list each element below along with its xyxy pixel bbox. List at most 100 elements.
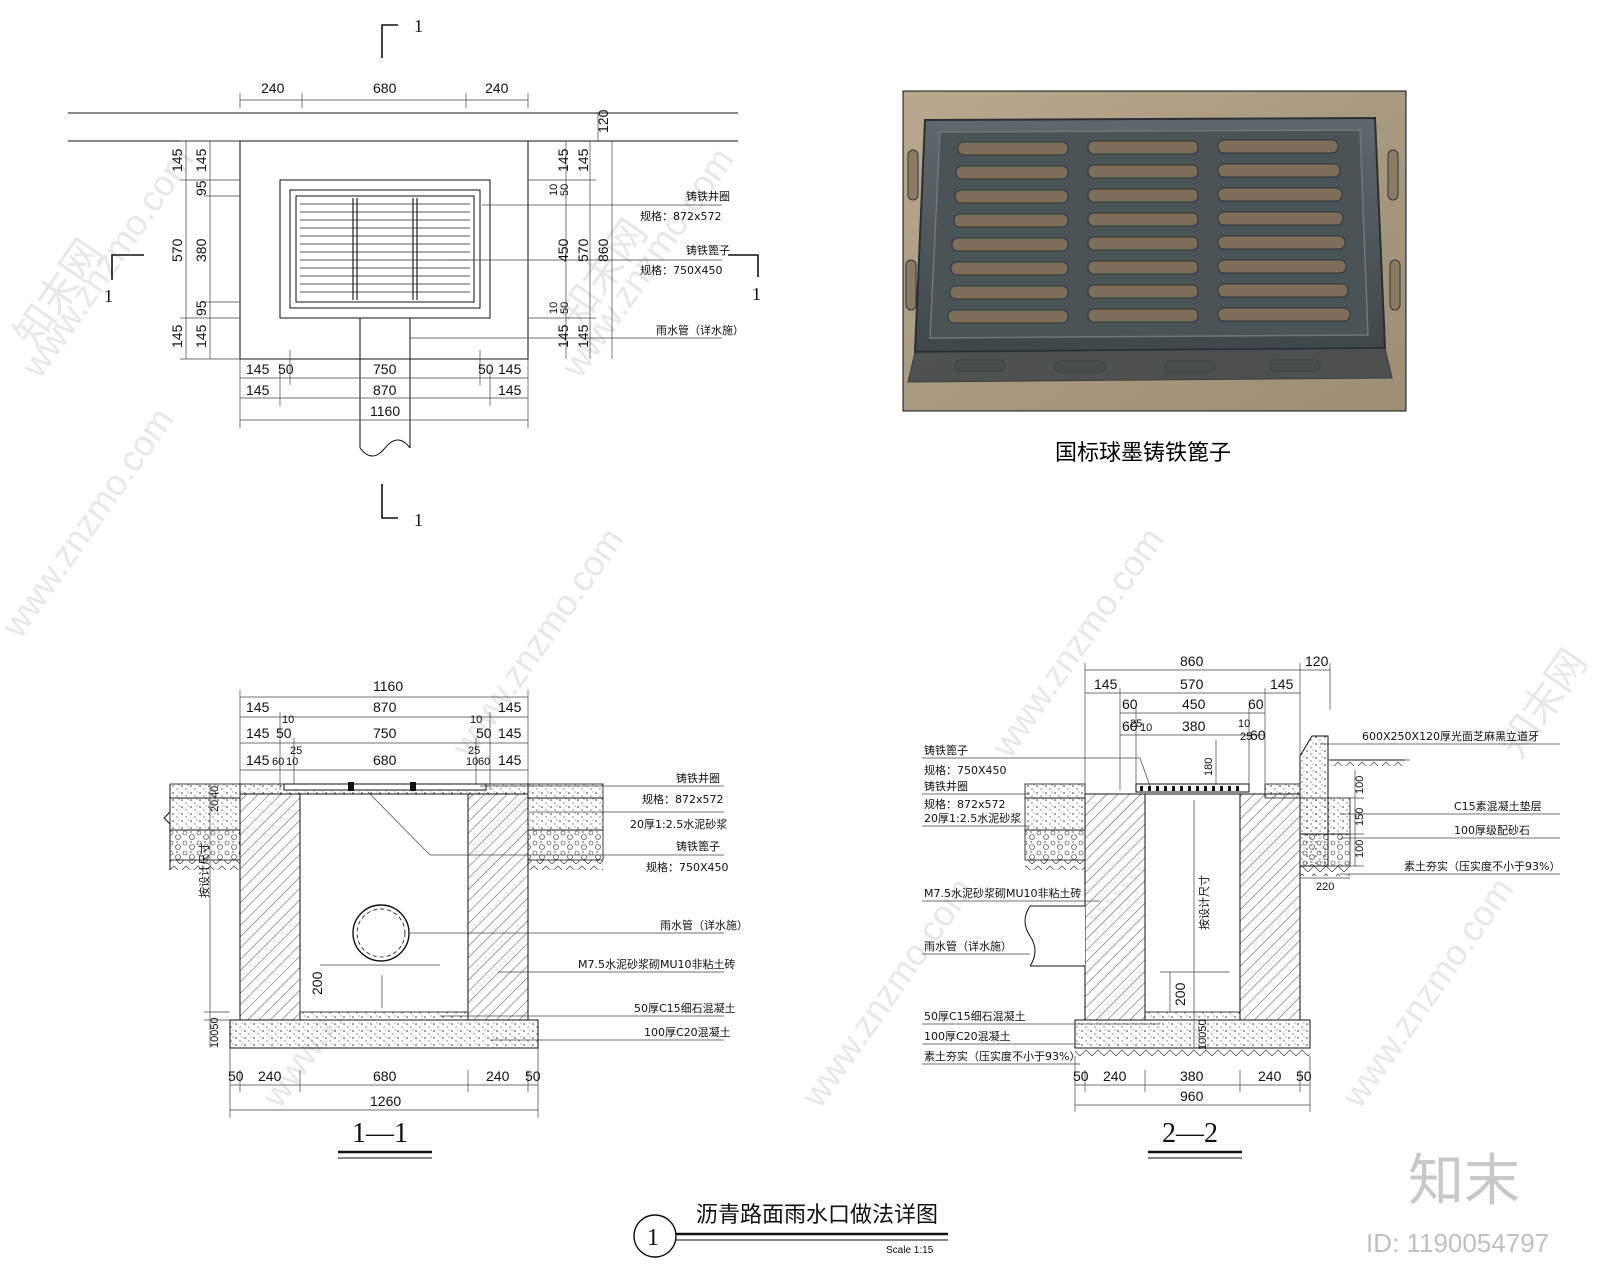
- label-frame-spec: 规格：872x572: [642, 792, 724, 806]
- dim-label: 145: [193, 324, 209, 348]
- label-mortar: 20厚1:2.5水泥砂浆: [924, 811, 1021, 825]
- dim-label: 680: [373, 1068, 397, 1084]
- c20-base: [229, 1019, 539, 1049]
- brick-wall-left: [239, 793, 301, 1021]
- label-grate-spec: 规格：750X450: [640, 263, 723, 277]
- dim-label: 50: [525, 1068, 541, 1084]
- watermark-text: www.znzmo.com: [0, 400, 181, 646]
- section-cut-mark: [381, 24, 398, 58]
- dim-label: 50: [1073, 1068, 1089, 1084]
- photo-caption: 国标球墨铸铁篦子: [1055, 441, 1231, 466]
- dim-label: 25: [1130, 718, 1142, 730]
- dim-label: 450: [555, 238, 571, 262]
- label-pipe: 雨水管（详水施）: [656, 323, 744, 337]
- dim-label: 380: [1180, 1068, 1204, 1084]
- label-pipe: 雨水管（详水施）: [924, 939, 1012, 953]
- section-cut-label: 1: [414, 510, 423, 530]
- detail-number-bubble: [633, 1214, 677, 1258]
- grate-bars: [300, 198, 470, 300]
- dim-label: 380: [1182, 718, 1206, 734]
- label-frame: 铸铁井圈: [924, 779, 968, 793]
- dim-label: 240: [261, 80, 285, 96]
- section-name: 2—2: [1162, 1118, 1218, 1149]
- dim-label: 870: [373, 699, 397, 715]
- dim-label: 200: [1172, 982, 1188, 1006]
- brand-logo: 知末: [1408, 1149, 1520, 1214]
- dim-label: 240: [1103, 1068, 1127, 1084]
- label-grate-spec: 规格：750X450: [924, 763, 1007, 777]
- dim-label: 10: [286, 756, 298, 768]
- section-cut-mark: [381, 484, 398, 519]
- dim-label: 145: [246, 725, 270, 741]
- label-c20: 100厚C20混凝土: [644, 1025, 731, 1039]
- dim-label: 10: [1238, 718, 1250, 730]
- dim-label: 10: [1140, 722, 1152, 734]
- dim-label: 680: [373, 752, 397, 768]
- dim-label: 10: [548, 184, 560, 196]
- dim-label: 60: [478, 756, 490, 768]
- dim-label: 60: [272, 756, 284, 768]
- dim-label: 25: [290, 745, 302, 757]
- brick-wall-right: [1239, 793, 1301, 1021]
- dim-label: 145: [246, 361, 270, 377]
- dim-label: 50: [1296, 1068, 1312, 1084]
- dim-label: 50: [478, 361, 494, 377]
- dim-label: 145: [555, 148, 571, 172]
- dim-label: 95: [193, 300, 209, 316]
- dim-label: 1260: [370, 1093, 401, 1109]
- section-cut-mark: [111, 254, 144, 280]
- dim-label: 380: [193, 238, 209, 262]
- label-fine-concrete: 50厚C15细石混凝土: [924, 1009, 1026, 1023]
- dim-label: 240: [1258, 1068, 1282, 1084]
- label-mortar: 20厚1:2.5水泥砂浆: [630, 817, 727, 831]
- label-curb: 600X250X120厚光面芝麻黑立道牙: [1362, 729, 1539, 743]
- dim-label: 145: [169, 324, 185, 348]
- watermark-text: www.znzmo.com: [442, 520, 631, 766]
- section-2-2-grate: [1135, 783, 1250, 793]
- label-frame: 铸铁井圈: [676, 771, 720, 785]
- dim-label: 10050: [209, 1017, 221, 1048]
- plan-view: 1 1 1 1 240 680 240 120: [68, 16, 761, 530]
- dim-label: 50: [559, 302, 571, 314]
- label-grate: 铸铁篦子: [686, 243, 730, 257]
- section-cut-mark: [728, 254, 759, 277]
- section-2-2-dims-top: 860 120 145 570 145 60 450 60 25 60 10 3…: [1084, 653, 1331, 790]
- label-gravel: 100厚级配砂石: [1454, 824, 1530, 837]
- dim-label: 100: [1354, 776, 1366, 794]
- label-brick: M7.5水泥砂浆砌MU10非粘土砖: [924, 886, 1082, 900]
- drawing-scale: Scale 1:15: [886, 1245, 934, 1256]
- dim-label: 10050: [1197, 1019, 1209, 1050]
- dim-label: 50: [276, 725, 292, 741]
- section-2-2: 860 120 145 570 145 60 450 60 25 60 10 3…: [922, 653, 1560, 1159]
- dim-label: 95: [193, 180, 209, 196]
- dim-label: 240: [258, 1068, 282, 1084]
- label-soil: 素土夯实（压实度不小于93%）: [924, 1049, 1080, 1063]
- dim-label: 40: [209, 786, 221, 798]
- dim-label: 120: [595, 109, 611, 133]
- dim-label: 145: [246, 752, 270, 768]
- cast-iron-frame: [279, 179, 491, 319]
- watermark-brand: 知末网: [1491, 642, 1596, 766]
- dim-label: 20: [209, 800, 221, 812]
- dim-label: 450: [1182, 696, 1206, 712]
- section-cut-label: 1: [414, 16, 423, 36]
- section-1-1: 1160 145 870 145 145 50 750 50 145 145 6…: [163, 678, 748, 1159]
- dim-label: 60: [1122, 718, 1138, 734]
- dim-label: 50: [559, 184, 571, 196]
- dim-label: 60: [1250, 727, 1266, 743]
- label-grate-spec: 规格：750X450: [646, 860, 729, 874]
- dim-label: 200: [309, 971, 325, 995]
- dim-label: 240: [486, 1068, 510, 1084]
- label-fine-concrete: 50厚C15细石混凝土: [634, 1001, 736, 1015]
- label-frame: 铸铁井圈: [686, 189, 730, 203]
- section-1-1-dims-top: 1160 145 870 145 145 50 750 50 145 145 6…: [239, 678, 529, 790]
- dim-label: 120: [1305, 653, 1329, 669]
- watermark-text: www.znzmo.com: [1332, 870, 1521, 1116]
- dim-label: 145: [498, 725, 522, 741]
- section-cut-label: 1: [104, 286, 113, 306]
- label-frame-spec: 规格：872x572: [640, 209, 722, 223]
- dim-label: 145: [498, 361, 522, 377]
- dim-label: 145: [1270, 676, 1294, 692]
- brick-wall-left: [1084, 793, 1146, 1021]
- dim-label: 25: [1240, 731, 1252, 743]
